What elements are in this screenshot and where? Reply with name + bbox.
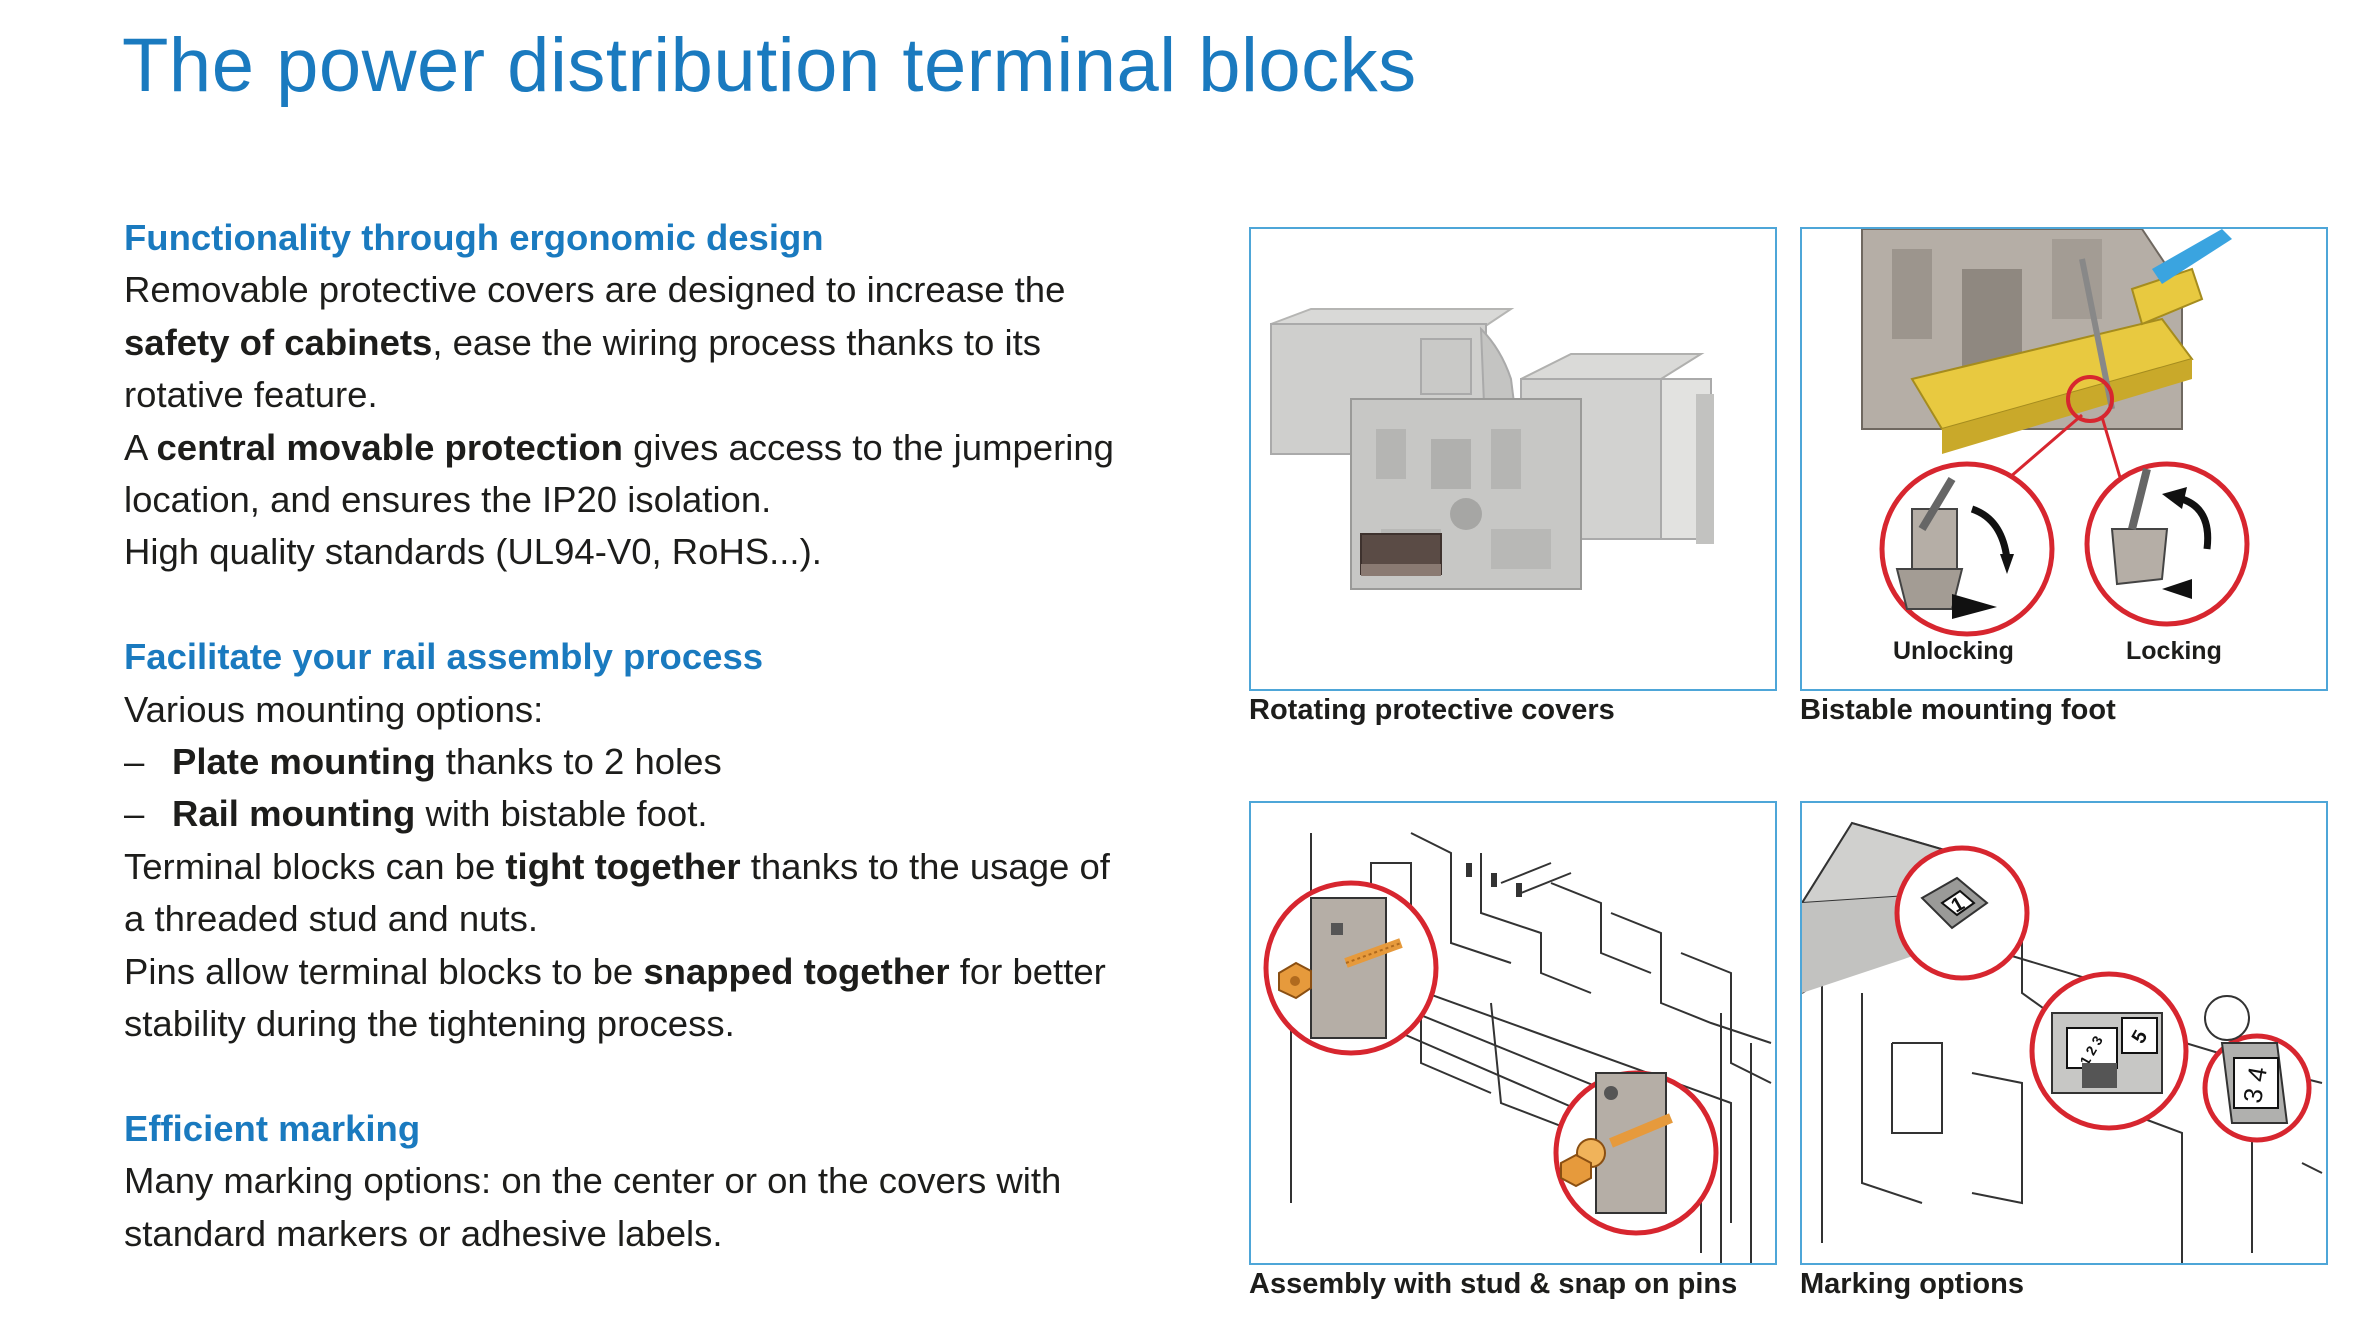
- marking-figure: 1 1 2 3 5 3 4: [1800, 801, 2328, 1265]
- marker-34-text: 3 4: [2237, 1064, 2273, 1105]
- page-title: The power distribution terminal blocks: [122, 23, 1417, 108]
- text-line: Various mounting options:: [124, 688, 544, 730]
- text-line: stability during the tightening process.: [124, 1003, 735, 1045]
- text-line: High quality standards (UL94-V0, RoHS...…: [124, 531, 822, 573]
- text-line: Terminal blocks can be tight together th…: [124, 845, 1110, 887]
- label-locking: Locking: [2126, 637, 2222, 665]
- text-line: A central movable protection gives acces…: [124, 426, 1114, 468]
- heading-marking: Efficient marking: [124, 1107, 421, 1149]
- marking-illustration: 1 1 2 3 5 3 4: [1802, 821, 2323, 1263]
- caption-assembly: Assembly with stud & snap on pins: [1249, 1268, 1738, 1300]
- text-line: location, and ensures the IP20 isolation…: [124, 479, 772, 521]
- heading-ergonomic: Functionality through ergonomic design: [124, 217, 824, 258]
- bullet-item: –Plate mounting thanks to 2 holes: [124, 741, 722, 783]
- caption-marking: Marking options: [1800, 1268, 2024, 1300]
- text-line: rotative feature.: [124, 374, 378, 416]
- text-line: Pins allow terminal blocks to be snapped…: [124, 950, 1106, 992]
- text-line: Removable protective covers are designed…: [124, 269, 1066, 311]
- caption-rotating-covers: Rotating protective covers: [1249, 694, 1615, 726]
- mounting-foot-illustration: [1861, 229, 2250, 637]
- text-line: standard markers or adhesive labels.: [124, 1212, 723, 1254]
- label-unlocking: Unlocking: [1893, 637, 2014, 665]
- text-line: Many marking options: on the center or o…: [124, 1160, 1062, 1202]
- terminal-block-illustration: [1270, 308, 1714, 590]
- assembly-figure: [1249, 801, 1777, 1265]
- text-line: safety of cabinets, ease the wiring proc…: [124, 321, 1041, 363]
- caption-bistable-foot: Bistable mounting foot: [1800, 694, 2116, 726]
- bullet-item: –Rail mounting with bistable foot.: [124, 793, 708, 835]
- assembly-illustration: [1263, 832, 1772, 1263]
- rotating-covers-figure: [1249, 227, 1777, 691]
- body-text: Functionality through ergonomic design R…: [124, 212, 1224, 1260]
- heading-rail: Facilitate your rail assembly process: [124, 636, 764, 678]
- bistable-foot-figure: [1800, 227, 2328, 691]
- text-line: a threaded stud and nuts.: [124, 898, 538, 940]
